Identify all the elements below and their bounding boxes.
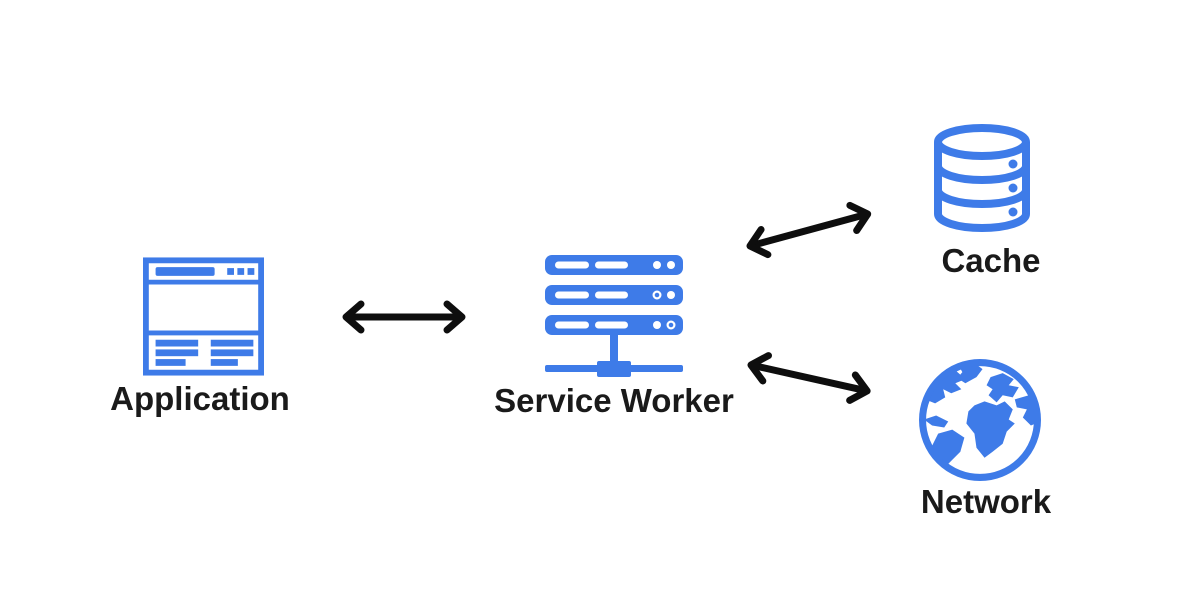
node-cache-label: Cache (941, 242, 1041, 279)
edge-application-service-worker (342, 300, 466, 334)
node-service-worker-label: Service Worker (494, 382, 734, 419)
globe-icon (919, 359, 1041, 481)
server-stack-icon (545, 255, 683, 377)
node-network-label: Network (920, 483, 1052, 520)
edge-service-worker-cache (746, 201, 872, 259)
edge-service-worker-network (747, 352, 871, 404)
node-application-label: Application (110, 380, 290, 417)
browser-window-icon (143, 257, 264, 376)
database-cylinder-icon (934, 124, 1030, 232)
